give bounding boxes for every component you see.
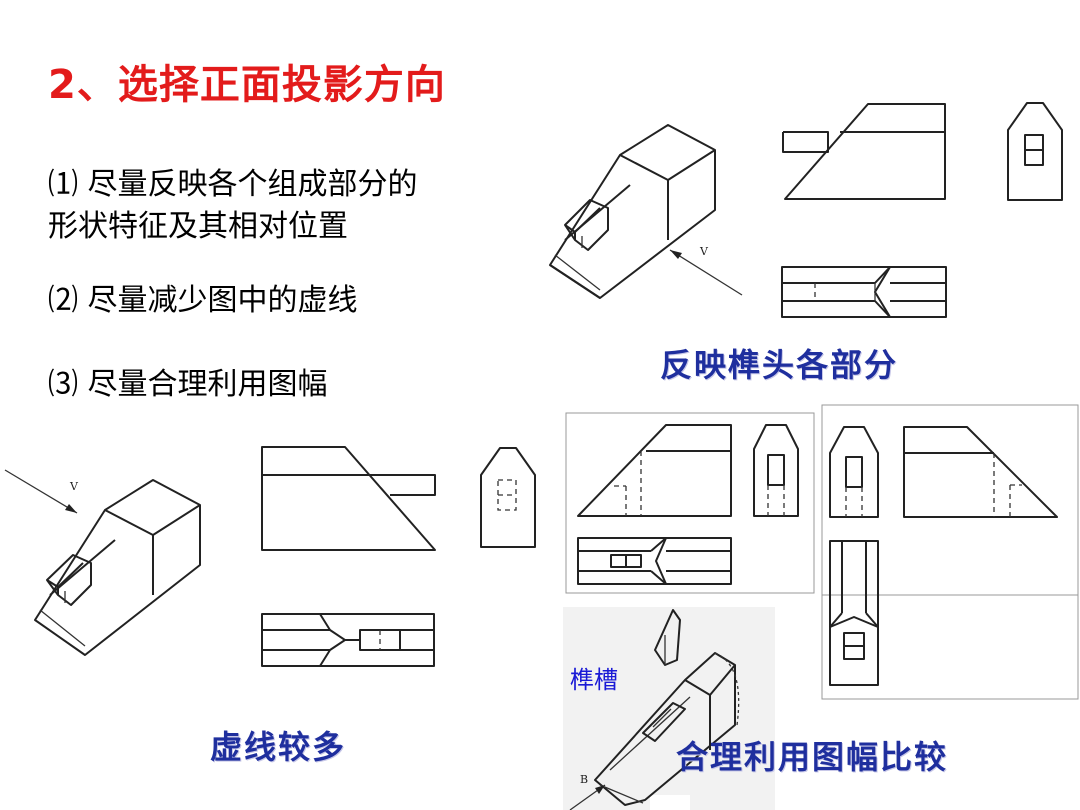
point-1-line-2: 形状特征及其相对位置 (48, 209, 348, 244)
front-view-top (782, 103, 946, 200)
photo-gap (650, 795, 690, 810)
isometric-drawing-left (34, 479, 201, 656)
caption-bottom-right: 合理利用图幅比较 (676, 738, 949, 776)
point-3: ⑶ 尽量合理利用图幅 (48, 367, 328, 402)
mortise-label: 榫槽 (570, 666, 618, 694)
top-view-left (261, 613, 435, 667)
view-arrow-v-top: V (669, 245, 743, 296)
view-label-v-left: V (69, 480, 79, 493)
point-2: ⑵ 尽量减少图中的虚线 (48, 283, 358, 318)
caption-bottom-left: 虚线较多 (210, 728, 347, 766)
point-1-line-1: ⑴ 尽量反映各个组成部分的 (48, 167, 418, 202)
isometric-drawing-top (549, 124, 716, 299)
comparison-panel-right (821, 404, 1079, 700)
caption-top-right: 反映榫头各部分 (660, 346, 899, 384)
front-view-left (261, 446, 436, 551)
mortise-isometric-drawing: B (569, 609, 740, 810)
view-arrow-v-left: V (4, 469, 79, 514)
top-view-top (781, 266, 947, 318)
side-view-top (1007, 102, 1063, 201)
view-label-v: V (699, 245, 709, 258)
comparison-panel-left (565, 412, 815, 594)
side-view-left (480, 447, 536, 548)
page-title: 2、选择正面投影方向 (48, 62, 446, 108)
view-label-b: B (580, 773, 588, 786)
